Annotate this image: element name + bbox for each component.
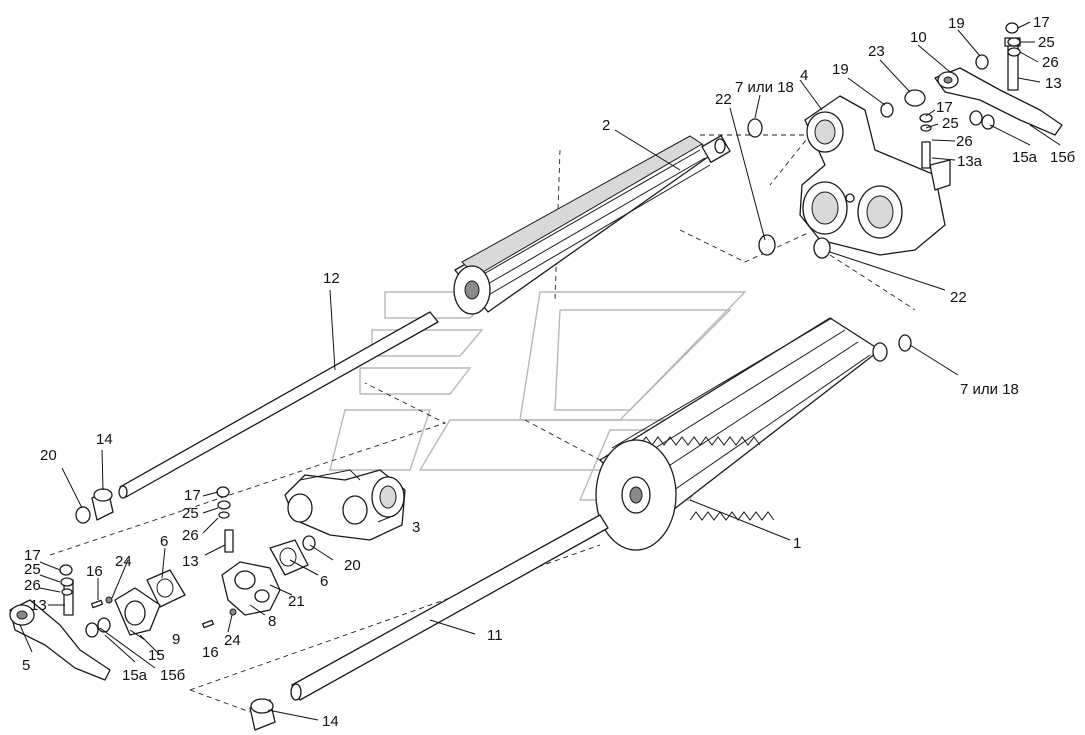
callout-15: 15 — [148, 647, 165, 664]
callout-9: 9 — [172, 631, 180, 648]
callout-22b: 22 — [950, 289, 967, 306]
callout-1: 1 — [793, 535, 801, 552]
callout-7a: 7 или 18 — [735, 79, 794, 96]
flange-bearing-9 — [114, 587, 161, 636]
lower-drum — [595, 317, 888, 551]
callout-2: 2 — [602, 117, 610, 134]
callout-16b: 16 — [202, 644, 219, 661]
callout-26a: 26 — [182, 527, 199, 544]
callout-17c: 17 — [936, 99, 953, 116]
callout-17d: 17 — [1033, 14, 1050, 31]
callout-19a: 19 — [832, 61, 849, 78]
lower-shaft — [290, 514, 609, 701]
callout-25b: 25 — [24, 561, 41, 578]
callout-25c: 25 — [942, 115, 959, 132]
small-parts — [59, 22, 1021, 638]
callout-25a: 25 — [182, 505, 199, 522]
callout-7b: 7 или 18 — [960, 381, 1019, 398]
callout-4: 4 — [800, 67, 808, 84]
callout-21: 21 — [288, 593, 305, 610]
callout-5: 5 — [22, 657, 30, 674]
upper-shaft — [118, 311, 439, 499]
callout-13a: 13 — [182, 553, 199, 570]
callout-20a: 20 — [40, 447, 57, 464]
bearing-block-8 — [221, 529, 281, 616]
upper-drum — [453, 135, 731, 315]
bushings — [91, 488, 276, 731]
callout-13b: 13 — [30, 597, 47, 614]
lower-lever — [9, 579, 111, 681]
callout-13c: 13 — [1045, 75, 1062, 92]
callout-26b: 26 — [24, 577, 41, 594]
callout-12: 12 — [323, 270, 340, 287]
callout-15a: 15а — [122, 667, 148, 684]
callout-17a: 17 — [184, 487, 201, 504]
callout-24a: 24 — [115, 553, 132, 570]
bracket-13a — [919, 113, 933, 169]
callout-22a: 22 — [715, 91, 732, 108]
callout-15b: 15б — [160, 667, 185, 684]
callout-19b: 19 — [948, 15, 965, 32]
leader-lines — [19, 21, 1061, 721]
gaskets — [146, 539, 309, 608]
callout-17b: 17 — [24, 547, 41, 564]
bearing-housing-3 — [284, 469, 406, 541]
callout-6b: 6 — [320, 573, 328, 590]
callout-14b: 14 — [322, 713, 339, 730]
callout-15c: 15а — [1012, 149, 1038, 166]
gearbox-housing — [799, 95, 951, 256]
callout-14a: 14 — [96, 431, 113, 448]
callout-10: 10 — [910, 29, 927, 46]
callout-8: 8 — [268, 613, 276, 630]
callout-labels: 1 2 3 4 5 6 6 7 или 18 7 или 18 8 9 10 1… — [22, 14, 1075, 730]
callout-3: 3 — [412, 519, 420, 536]
callout-26c: 26 — [956, 133, 973, 150]
callout-24b: 24 — [224, 632, 241, 649]
callout-23: 23 — [868, 43, 885, 60]
callout-11: 11 — [487, 627, 503, 644]
callout-26d: 26 — [1042, 54, 1059, 71]
callout-6a: 6 — [160, 533, 168, 550]
callout-20b: 20 — [344, 557, 361, 574]
callout-13d: 13а — [957, 153, 983, 170]
callout-15d: 15б — [1050, 149, 1075, 166]
callout-25d: 25 — [1038, 34, 1055, 51]
callout-16a: 16 — [86, 563, 103, 580]
